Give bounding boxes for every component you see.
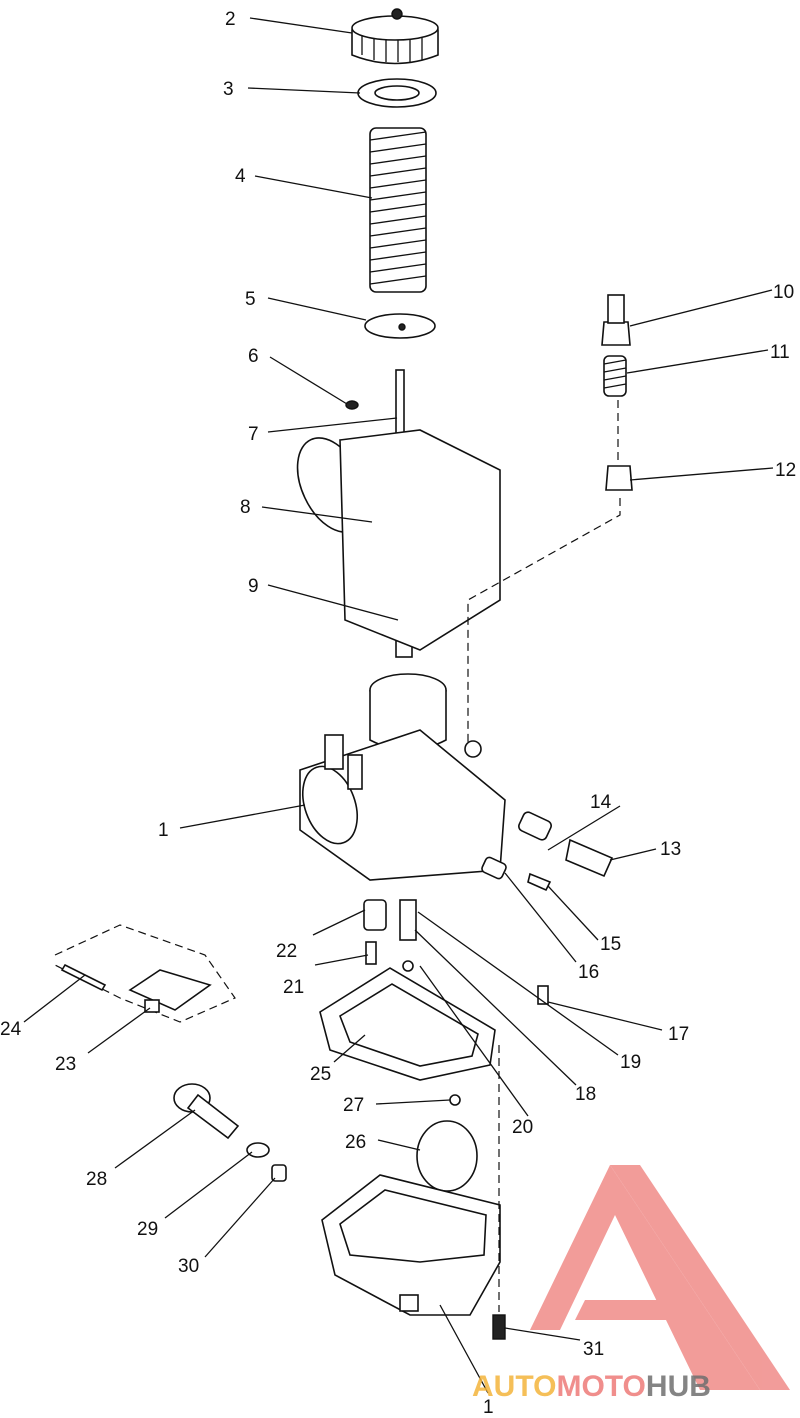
callout-16: 16 [578,962,599,983]
callout-6: 6 [248,346,259,367]
callout-18: 18 [575,1084,596,1105]
watermark-hub: HUB [646,1370,711,1403]
float-bowl-gasket-part [319,967,496,1081]
callout-2: 2 [225,9,236,30]
retainer-plate-part [364,313,436,339]
callout-15: 15 [600,934,621,955]
callout-4: 4 [235,166,246,187]
callout-1-top: 1 [158,820,169,841]
idle-screw-assembly [481,811,614,1005]
callout-1-bottom: 1 [483,1397,494,1418]
screw-part [492,1045,506,1340]
callout-5: 5 [245,289,256,310]
callout-12: 12 [775,460,796,481]
callout-22: 22 [276,941,297,962]
callout-26: 26 [345,1132,366,1153]
callout-27: 27 [343,1095,364,1116]
callout-31: 31 [583,1339,604,1360]
pilot-screw-assembly [601,294,633,491]
float-bowl-part [321,1174,501,1316]
callout-29: 29 [137,1219,158,1240]
callout-25: 25 [310,1064,331,1085]
watermark-triangle [530,1165,760,1390]
clip-part [345,400,359,410]
callout-20: 20 [512,1117,533,1138]
callout-8: 8 [240,497,251,518]
fuel-line-dash [467,498,621,745]
callout-24: 24 [0,1019,22,1040]
callout-28: 28 [86,1169,107,1190]
callout-21: 21 [283,977,304,998]
carburetor-body-part [296,429,506,881]
callout-7: 7 [248,424,259,445]
callout-23: 23 [55,1054,76,1075]
svg-text:AUTOMOTOHUB: AUTOMOTOHUB [472,1370,711,1403]
callout-14: 14 [590,792,612,813]
watermark-logo [530,1165,790,1390]
spring-part [369,127,427,293]
watermark-auto: AUTO [472,1370,556,1403]
callout-10: 10 [773,282,794,303]
callout-labels: 2 3 4 5 6 7 8 9 10 11 12 1 14 13 15 16 1… [0,9,796,1418]
callout-13: 13 [660,839,681,860]
washer-part [357,78,437,108]
drain-bolt-assembly [173,1083,287,1182]
float-part [416,1094,478,1192]
leader-lines [23,17,774,1394]
callout-17: 17 [668,1024,689,1045]
float-pin-assembly [54,924,236,1023]
callout-9: 9 [248,576,259,597]
callout-30: 30 [178,1256,199,1277]
main-jet-assembly [363,899,417,972]
watermark-text: AUTOMOTOHUB [472,1370,711,1403]
cap-part [351,8,439,65]
watermark-moto: MOTO [556,1370,645,1403]
callout-19: 19 [620,1052,641,1073]
callout-3: 3 [223,79,234,100]
callout-11: 11 [770,342,790,363]
